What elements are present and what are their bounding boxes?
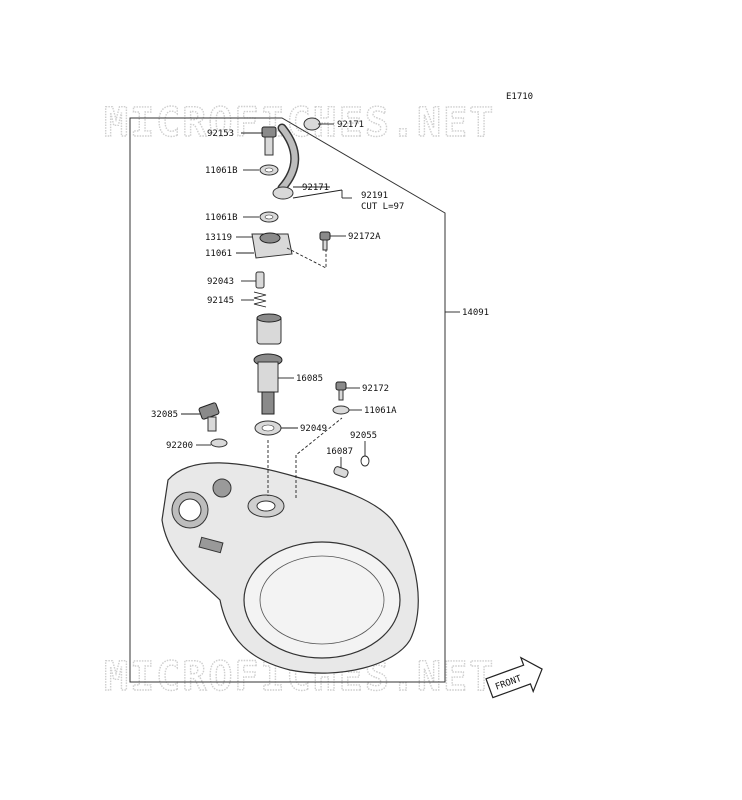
sleeve [256, 313, 282, 345]
callout-16085: 16085 [296, 374, 323, 384]
clip-92055 [360, 455, 370, 467]
shaft-16085 [253, 353, 283, 415]
callout-92171-top: 92171 [337, 120, 364, 130]
hose-fitting [272, 186, 294, 200]
callout-32085: 32085 [151, 410, 178, 420]
callout-92049: 92049 [300, 424, 327, 434]
spring-92145 [253, 291, 267, 308]
callout-92153: 92153 [207, 129, 234, 139]
watermark-top: MICROFICHES.NET [104, 100, 495, 146]
callout-92145: 92145 [207, 296, 234, 306]
assembly-frame [129, 117, 446, 683]
callout-13119: 13119 [205, 233, 232, 243]
bolt-92153 [261, 126, 277, 156]
callout-92171-mid: 92171 [302, 183, 329, 193]
fitting-32085 [198, 402, 220, 432]
dowel-16087 [333, 466, 349, 478]
callout-16087: 16087 [326, 447, 353, 457]
callout-92043: 92043 [207, 277, 234, 287]
housing-13119 [251, 232, 293, 259]
callout-11061: 11061 [205, 249, 232, 259]
callout-92200: 92200 [166, 441, 193, 451]
cut-length-note: CUT L=97 [361, 202, 404, 212]
washer-11061a [332, 405, 350, 415]
callout-11061b-b: 11061B [205, 213, 238, 223]
callout-92191: 92191 [361, 191, 388, 201]
callout-14091: 14091 [462, 308, 489, 318]
callout-11061a: 11061A [364, 406, 397, 416]
clamp-top [303, 117, 321, 131]
callout-92055: 92055 [350, 431, 377, 441]
screw-92172a [319, 231, 331, 251]
bolt-92172 [335, 381, 347, 401]
callout-92172a: 92172A [348, 232, 381, 242]
diagram-code: E1710 [506, 92, 533, 102]
crankcase-cover-14091 [161, 462, 419, 674]
callout-11061b-a: 11061B [205, 166, 238, 176]
front-arrow-icon: FRONT [485, 656, 543, 699]
washer-92200 [210, 438, 228, 448]
callout-92172: 92172 [362, 384, 389, 394]
leader-lines [181, 123, 460, 468]
pin-92043 [255, 271, 265, 289]
